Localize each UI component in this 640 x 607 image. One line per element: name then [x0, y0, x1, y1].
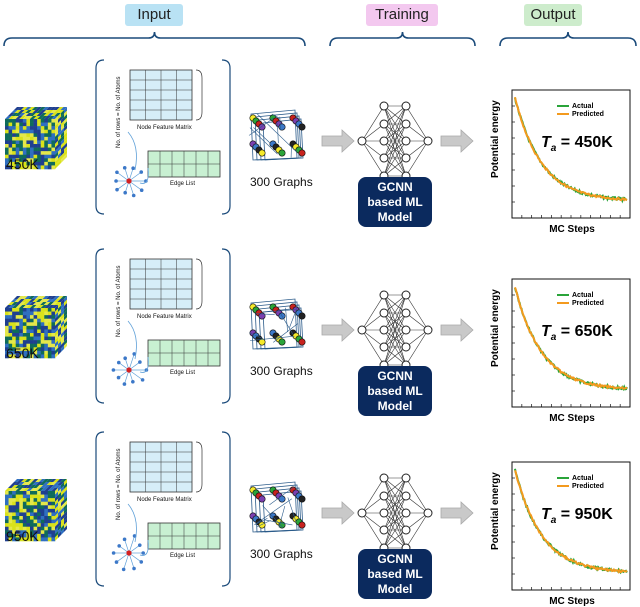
node-feature-matrix: [130, 259, 202, 309]
training-header: Training: [366, 4, 438, 26]
ann-value: = 950K: [561, 506, 613, 523]
edge-list-table: [148, 340, 220, 366]
graphs-count-label: 300 Graphs: [250, 175, 313, 189]
legend-predicted-label: Predicted: [572, 300, 604, 307]
model-line-3: Model: [367, 399, 422, 414]
legend-actual-label: Actual: [572, 103, 593, 110]
legend-predicted: Predicted: [557, 483, 604, 490]
legend-actual: Actual: [557, 475, 593, 482]
model-line-2: based ML: [367, 567, 422, 582]
temperature-label: 650K: [6, 345, 39, 361]
features-bracket-right: [222, 249, 230, 403]
edge-list-label: Edge List: [170, 553, 195, 559]
model-line-3: Model: [367, 210, 422, 225]
neural-network: [358, 474, 432, 552]
ann-sub: a: [551, 332, 557, 343]
graph-stack: [249, 110, 305, 160]
graph-stack: [249, 299, 305, 349]
output-bracket: [500, 32, 636, 46]
legend-actual: Actual: [557, 103, 593, 110]
features-bracket-left: [96, 249, 104, 403]
arrow-to-model: [322, 319, 354, 341]
features-bracket-right: [222, 60, 230, 214]
neural-network: [358, 102, 432, 180]
model-line-3: Model: [367, 582, 422, 597]
graphs-count-label: 300 Graphs: [250, 547, 313, 561]
node-feature-matrix: [130, 70, 202, 120]
arrow-to-model: [322, 130, 354, 152]
plot-xlabel: MC Steps: [502, 596, 640, 607]
graph-stack: [250, 482, 305, 532]
features-bracket-left: [96, 432, 104, 586]
features-bracket-right: [222, 432, 230, 586]
temperature-label: 450K: [6, 156, 39, 172]
matrix-axis-label: No. of rows = No. of Atoms: [116, 76, 122, 148]
legend-predicted: Predicted: [557, 300, 604, 307]
temperature-annotation: Ta = 450K: [541, 134, 613, 154]
arrow-to-model: [322, 502, 354, 524]
plot-ylabel: Potential energy: [490, 472, 501, 550]
graphs-count-label: 300 Graphs: [250, 364, 313, 378]
model-line-1: GCNN: [367, 552, 422, 567]
plot-ylabel: Potential energy: [490, 100, 501, 178]
ann-symbol: T: [541, 134, 551, 151]
ann-value: = 650K: [561, 323, 613, 340]
temperature-annotation: Ta = 950K: [541, 506, 613, 526]
node-feature-matrix: [130, 442, 202, 492]
output-header: Output: [524, 4, 582, 26]
ann-sub: a: [551, 143, 557, 154]
edge-list-table: [148, 151, 220, 177]
features-bracket-left: [96, 60, 104, 214]
ann-sub: a: [551, 515, 557, 526]
matrix-axis-label: No. of rows = No. of Atoms: [116, 448, 122, 520]
matrix-connector: [128, 132, 136, 170]
node-feature-matrix-label: Node Feature Matrix: [137, 497, 192, 503]
legend-actual-label: Actual: [572, 475, 593, 482]
input-bracket: [4, 32, 305, 46]
edge-list-label: Edge List: [170, 370, 195, 376]
model-line-2: based ML: [367, 384, 422, 399]
plot-ylabel: Potential energy: [490, 289, 501, 367]
arrow-to-output: [441, 130, 473, 152]
atom-graph-star: [114, 166, 147, 197]
legend-actual-label: Actual: [572, 292, 593, 299]
model-line-1: GCNN: [367, 180, 422, 195]
model-line-2: based ML: [367, 195, 422, 210]
plot-xlabel: MC Steps: [502, 413, 640, 424]
temperature-label: 950K: [6, 528, 39, 544]
arrow-to-output: [441, 319, 473, 341]
node-feature-matrix-label: Node Feature Matrix: [137, 125, 192, 131]
ann-symbol: T: [541, 323, 551, 340]
legend-predicted: Predicted: [557, 111, 604, 118]
edge-list-label: Edge List: [170, 181, 195, 187]
neural-network: [358, 291, 432, 369]
model-line-1: GCNN: [367, 369, 422, 384]
ann-value: = 450K: [561, 134, 613, 151]
legend-predicted-label: Predicted: [572, 483, 604, 490]
atom-graph-star: [112, 352, 149, 386]
atom-graph-star: [112, 534, 145, 571]
legend-actual: Actual: [557, 292, 593, 299]
temperature-annotation: Ta = 650K: [541, 323, 613, 343]
legend-predicted-label: Predicted: [572, 111, 604, 118]
ann-symbol: T: [541, 506, 551, 523]
training-bracket: [330, 32, 475, 46]
edge-list-table: [148, 523, 220, 549]
input-header: Input: [125, 4, 183, 26]
arrow-to-output: [441, 502, 473, 524]
plot-xlabel: MC Steps: [502, 224, 640, 235]
matrix-axis-label: No. of rows = No. of Atoms: [116, 265, 122, 337]
node-feature-matrix-label: Node Feature Matrix: [137, 314, 192, 320]
